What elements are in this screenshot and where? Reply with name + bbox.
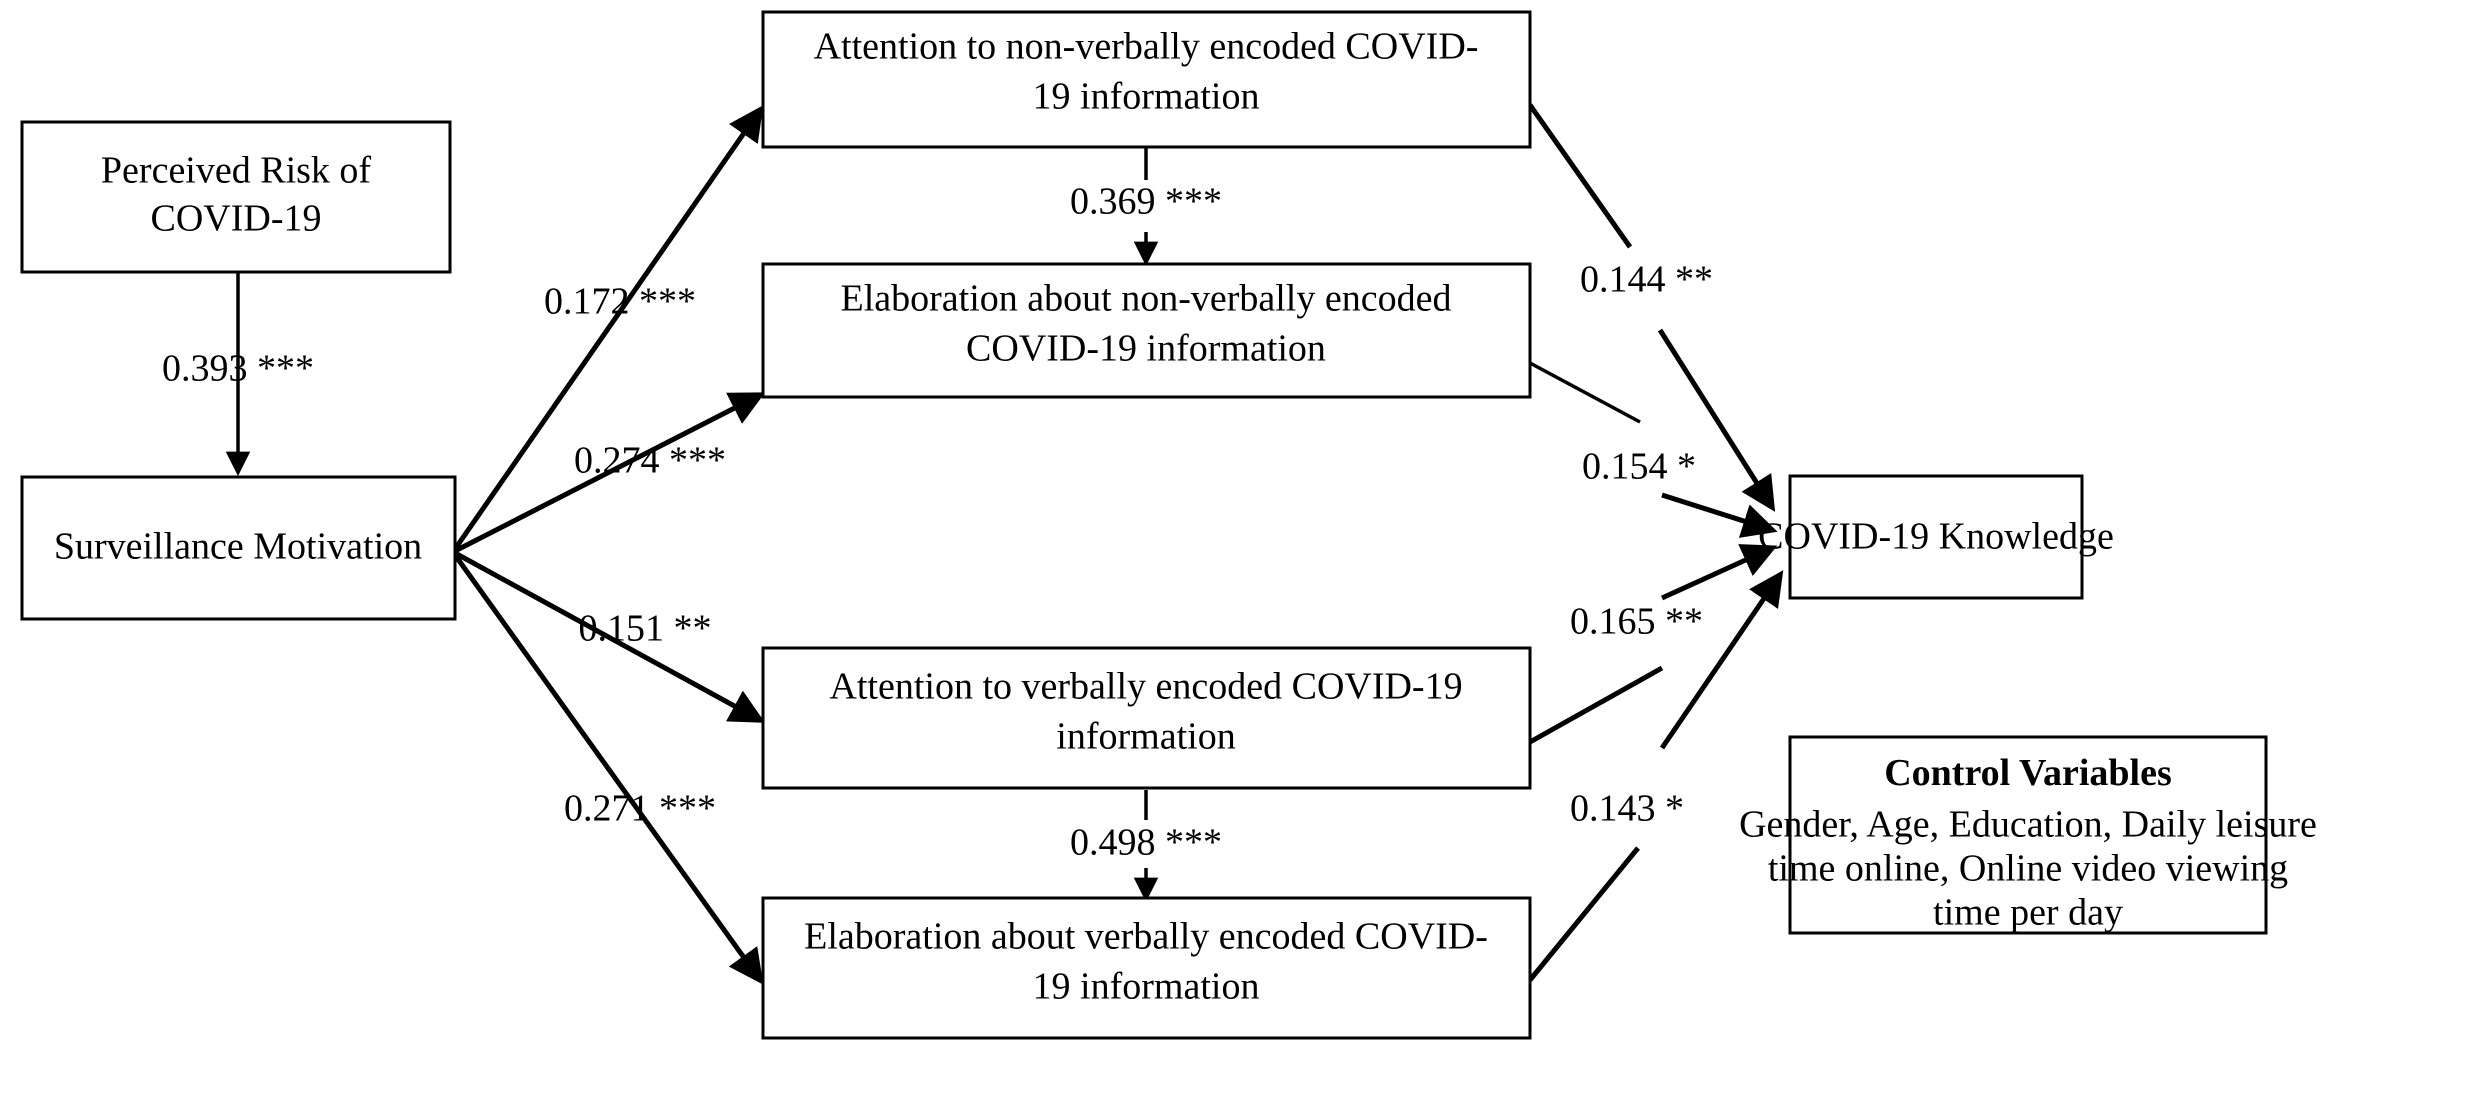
control-variables-line2: time online, Online video viewing (1768, 848, 2288, 890)
node-attention-nonverbal-line2: 19 information (1033, 76, 1260, 118)
node-elaboration-nonverbal[interactable]: Elaboration about non-verbally encoded C… (761, 262, 1532, 399)
node-perceived-risk-line2: COVID-19 (151, 198, 322, 240)
node-perceived-risk-line1: Perceived Risk of (101, 150, 372, 192)
coef-attention-verbal-to-knowledge: 0.165 ** (1570, 601, 1703, 643)
node-attention-nonverbal[interactable]: Attention to non-verbally encoded COVID-… (761, 10, 1532, 149)
node-covid-knowledge-label: COVID-19 Knowledge (1758, 516, 2114, 558)
path-elaboration-verbal-to-knowledge (1528, 570, 1784, 982)
coef-attention-to-elaboration-verbal: 0.498 *** (1070, 822, 1222, 864)
node-elaboration-verbal-line1: Elaboration about verbally encoded COVID… (804, 916, 1488, 958)
path-motivation-to-attention-nonverbal (452, 105, 764, 551)
control-variables-line3: time per day (1933, 892, 2123, 934)
control-variables-heading: Control Variables (1884, 752, 2172, 794)
node-elaboration-verbal[interactable]: Elaboration about verbally encoded COVID… (761, 896, 1532, 1040)
path-motivation-to-attention-verbal (453, 550, 766, 723)
coef-motivation-to-elaboration-verbal: 0.271 *** (564, 788, 716, 830)
node-attention-verbal-line2: information (1056, 716, 1235, 758)
node-elaboration-nonverbal-line1: Elaboration about non-verbally encoded (841, 278, 1452, 320)
control-variables-line1: Gender, Age, Education, Daily leisure (1739, 804, 2317, 846)
path-attention-nonverbal-to-knowledge (1527, 103, 1776, 512)
coef-elaboration-nonverbal-to-knowledge: 0.154 * (1582, 446, 1696, 488)
coef-risk-to-motivation: 0.393 *** (162, 348, 314, 390)
node-attention-nonverbal-line1: Attention to non-verbally encoded COVID- (814, 26, 1479, 68)
node-covid-knowledge[interactable]: COVID-19 Knowledge (1758, 474, 2114, 600)
path-elaboration-nonverbal-to-knowledge (1529, 361, 1778, 538)
path-motivation-to-elaboration-nonverbal (453, 392, 766, 554)
path-motivation-to-elaboration-verbal (452, 553, 764, 985)
coef-elaboration-verbal-to-knowledge: 0.143 * (1570, 788, 1684, 830)
coef-motivation-to-attention-verbal: 0.151 ** (579, 608, 712, 650)
node-attention-verbal-line1: Attention to verbally encoded COVID-19 (829, 666, 1462, 708)
coef-motivation-to-attention-nonverbal: 0.172 *** (544, 281, 696, 323)
node-attention-verbal[interactable]: Attention to verbally encoded COVID-19 i… (761, 646, 1532, 790)
node-perceived-risk[interactable]: Perceived Risk of COVID-19 (20, 120, 452, 274)
node-surveillance-motivation-label: Surveillance Motivation (54, 526, 422, 568)
coef-motivation-to-elaboration-nonverbal: 0.274 *** (574, 440, 726, 482)
path-attention-verbal-to-knowledge (1528, 544, 1778, 745)
coef-attention-nonverbal-to-knowledge: 0.144 ** (1580, 259, 1713, 301)
node-control-variables[interactable]: Control Variables Gender, Age, Education… (1739, 735, 2317, 935)
coef-attention-to-elaboration-nonverbal: 0.369 *** (1070, 181, 1222, 223)
node-elaboration-verbal-line2: 19 information (1033, 966, 1260, 1008)
node-surveillance-motivation[interactable]: Surveillance Motivation (20, 475, 457, 621)
node-elaboration-nonverbal-line2: COVID-19 information (966, 328, 1326, 370)
